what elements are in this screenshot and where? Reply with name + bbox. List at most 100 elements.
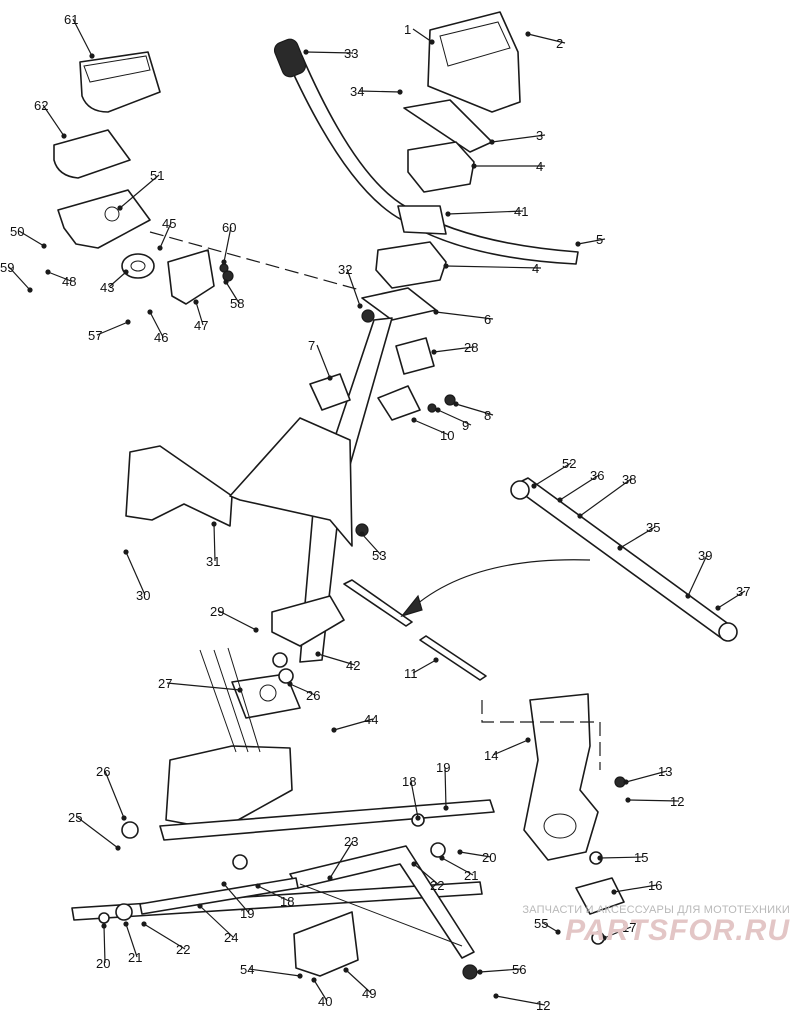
callout-44: 44 bbox=[364, 712, 378, 727]
tie-rod bbox=[419, 635, 487, 681]
callout-3: 3 bbox=[536, 128, 543, 143]
callout-25: 25 bbox=[68, 810, 82, 825]
leader-arrowhead-37 bbox=[715, 605, 721, 611]
callout-48: 48 bbox=[62, 274, 76, 289]
headlight-housing bbox=[79, 51, 161, 113]
callout-4b: 4 bbox=[532, 261, 539, 276]
leader-34 bbox=[358, 90, 401, 93]
leader-arrowhead-13 bbox=[623, 779, 629, 785]
leader-26a bbox=[104, 770, 125, 819]
direction-arrow bbox=[400, 559, 591, 618]
leader-arrowhead-62 bbox=[61, 133, 67, 139]
leader-46 bbox=[149, 311, 164, 338]
leader-arrowhead-36 bbox=[557, 497, 563, 503]
leader-arrowhead-16 bbox=[611, 889, 617, 895]
parts-layer bbox=[53, 11, 738, 980]
callout-59: 59 bbox=[0, 260, 14, 275]
callout-43: 43 bbox=[100, 280, 114, 295]
leader-arrowhead-40 bbox=[311, 977, 317, 983]
callout-7: 7 bbox=[308, 338, 315, 353]
leader-arrowhead-8 bbox=[453, 401, 459, 407]
leader-arrowhead-57 bbox=[125, 319, 131, 325]
instrument-pod bbox=[427, 11, 521, 113]
callout-31: 31 bbox=[206, 554, 220, 569]
leader-arrowhead-22b bbox=[141, 921, 147, 927]
leader-42 bbox=[317, 653, 356, 666]
leader-arrowhead-54 bbox=[297, 973, 303, 979]
leader-arrowhead-20a bbox=[457, 849, 463, 855]
leader-arrowhead-28 bbox=[431, 349, 437, 355]
leader-arrowhead-51 bbox=[117, 205, 123, 211]
leader-32 bbox=[346, 268, 361, 307]
callout-39: 39 bbox=[698, 548, 712, 563]
leader-11 bbox=[412, 659, 437, 674]
steering-support bbox=[125, 445, 233, 527]
callout-1: 1 bbox=[404, 22, 411, 37]
leader-arrowhead-9 bbox=[435, 407, 441, 413]
leader-27 bbox=[166, 682, 241, 691]
callout-27: 27 bbox=[158, 676, 172, 691]
watermark: ЗАПЧАСТИ И АКСЕССУАРЫ ДЛЯ МОТОТЕХНИКИ PA… bbox=[470, 904, 790, 948]
callout-56: 56 bbox=[512, 962, 526, 977]
leader-8 bbox=[455, 403, 494, 416]
leader-arrowhead-19a bbox=[443, 805, 449, 811]
leader-17 bbox=[603, 926, 632, 939]
post-flange bbox=[271, 595, 345, 647]
leader-39 bbox=[687, 554, 708, 597]
leader-21a bbox=[441, 857, 474, 876]
callout-11: 11 bbox=[404, 666, 418, 681]
callout-58: 58 bbox=[230, 296, 244, 311]
leader-arrowhead-33 bbox=[303, 49, 309, 55]
leader-2 bbox=[527, 33, 566, 44]
leader-arrowhead-44 bbox=[331, 727, 337, 733]
leader-54 bbox=[248, 968, 301, 977]
callout-34: 34 bbox=[350, 84, 364, 99]
leader-48 bbox=[47, 271, 72, 282]
leader-22b bbox=[143, 923, 186, 950]
leader-19b bbox=[223, 883, 250, 914]
callout-22b: 22 bbox=[176, 942, 190, 957]
leader-arrowhead-20b bbox=[101, 923, 107, 929]
leader-arrowhead-21a bbox=[439, 855, 445, 861]
leader-arrowhead-56 bbox=[477, 969, 483, 975]
leader-28 bbox=[433, 346, 474, 353]
callout-23: 23 bbox=[344, 834, 358, 849]
leader-3 bbox=[491, 134, 546, 143]
leader-arrowhead-17 bbox=[601, 935, 607, 941]
mounting-plate bbox=[57, 189, 151, 249]
callout-46: 46 bbox=[154, 330, 168, 345]
leader-18a bbox=[410, 780, 419, 819]
leader-43 bbox=[108, 271, 127, 288]
leader-arrowhead-7 bbox=[327, 375, 333, 381]
leader-arrowhead-2 bbox=[525, 31, 531, 37]
callout-18a: 18 bbox=[402, 774, 416, 789]
leader-arrowhead-3 bbox=[489, 139, 495, 145]
callout-37: 37 bbox=[736, 584, 750, 599]
leader-50 bbox=[18, 230, 45, 247]
callout-20a: 20 bbox=[482, 850, 496, 865]
leader-21b bbox=[125, 923, 138, 958]
leader-arrowhead-45 bbox=[157, 245, 163, 251]
callout-22a: 22 bbox=[430, 878, 444, 893]
leader-51 bbox=[119, 174, 160, 209]
leader-arrowhead-49 bbox=[343, 967, 349, 973]
leader-arrowhead-48 bbox=[45, 269, 51, 275]
callout-52: 52 bbox=[562, 456, 576, 471]
leader-arrowhead-22a bbox=[411, 861, 417, 867]
tie-rod-upper bbox=[343, 579, 413, 627]
leader-29 bbox=[218, 610, 257, 631]
leader-31 bbox=[213, 523, 216, 562]
leader-5 bbox=[577, 238, 606, 245]
callout-24: 24 bbox=[224, 930, 238, 945]
callout-49: 49 bbox=[362, 986, 376, 1001]
leader-arrowhead-24 bbox=[197, 903, 203, 909]
leader-38 bbox=[579, 478, 632, 517]
leader-22a bbox=[413, 863, 440, 886]
spindle bbox=[523, 693, 599, 861]
leader-19a bbox=[444, 766, 447, 809]
leader-arrowhead-12a bbox=[625, 797, 631, 803]
callout-18b: 18 bbox=[280, 894, 294, 909]
callout-50: 50 bbox=[10, 224, 24, 239]
bushing-right bbox=[395, 337, 435, 375]
